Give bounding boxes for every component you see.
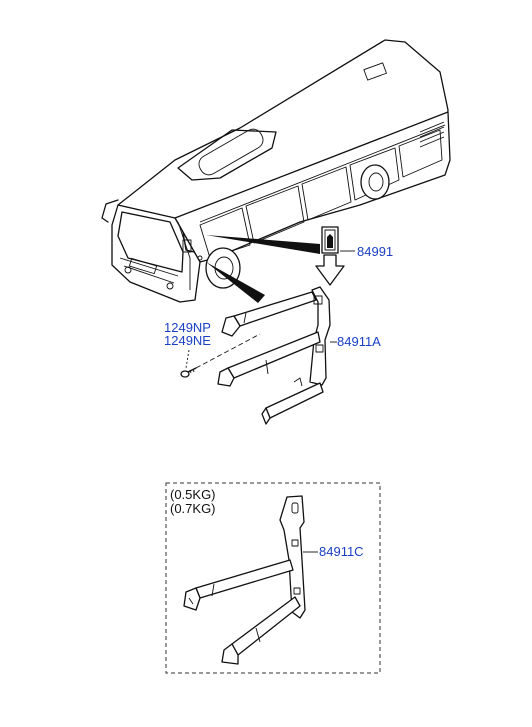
weight-option-1: (0.5KG) xyxy=(170,487,216,502)
part-number-1249np: 1249NP xyxy=(164,320,211,335)
rear-vent xyxy=(419,121,445,148)
fire-extinguisher-icon xyxy=(315,226,345,286)
bracket-84911c xyxy=(183,495,306,665)
part-number-84911c: 84911C xyxy=(319,544,364,559)
weight-option-2: (0.7KG) xyxy=(170,501,216,516)
part-number-84991: 84991 xyxy=(357,244,393,259)
part-number-1249ne: 1249NE xyxy=(164,333,211,348)
callout-pointers xyxy=(206,235,320,303)
screw-icon xyxy=(180,367,197,378)
bracket-84911a xyxy=(217,286,331,425)
part-number-84911a: 84911A xyxy=(337,334,381,349)
bus-illustration xyxy=(101,39,451,303)
optional-bracket-box xyxy=(165,482,381,674)
